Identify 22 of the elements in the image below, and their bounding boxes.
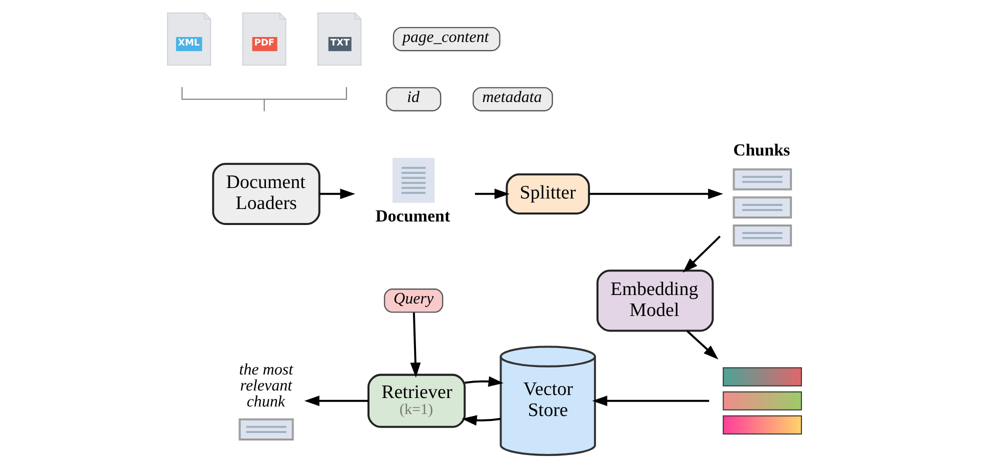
node-box: Retriever (k=1) (366, 373, 466, 428)
arrow (588, 188, 723, 199)
node-box (392, 157, 434, 202)
arrow (461, 414, 500, 426)
arrow (304, 395, 368, 406)
arrow (592, 395, 709, 406)
node-box: metadata (472, 86, 552, 111)
node-box: id (385, 86, 441, 111)
node-label: Chunks (732, 140, 790, 159)
node-box: Embedding Model (596, 269, 714, 332)
node-box: Document Loaders (212, 162, 320, 224)
node-box: Splitter (505, 172, 590, 214)
node-label: the most relevant chunk (238, 361, 293, 410)
arrow (319, 188, 355, 199)
node-box: page_content (392, 26, 500, 51)
node-label: Document (374, 206, 450, 226)
arrow (410, 312, 420, 378)
node-box: Query (383, 288, 443, 312)
arrow (474, 188, 510, 199)
arrow (464, 376, 503, 386)
arrow (682, 235, 720, 272)
arrow (686, 330, 718, 360)
